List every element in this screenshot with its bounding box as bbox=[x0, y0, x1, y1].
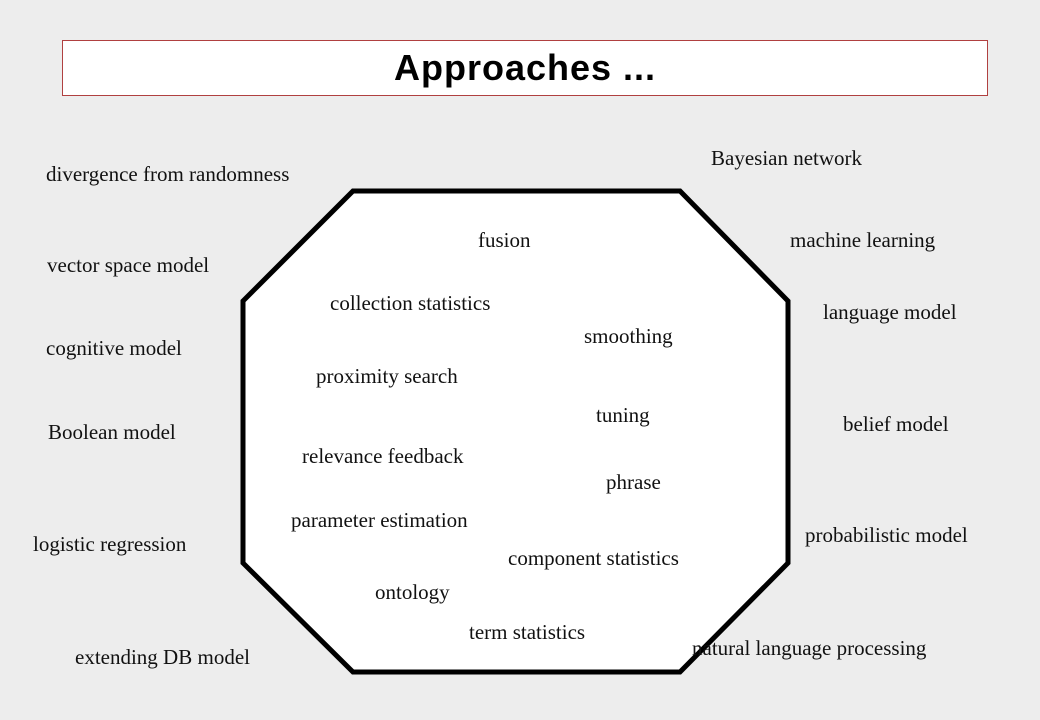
term-component-statistics: component statistics bbox=[508, 546, 679, 570]
term-divergence-from-randomness: divergence from randomness bbox=[46, 162, 290, 186]
term-term-statistics: term statistics bbox=[469, 620, 586, 644]
term-parameter-estimation: parameter estimation bbox=[291, 508, 468, 532]
term-relevance-feedback: relevance feedback bbox=[302, 444, 464, 468]
term-fusion: fusion bbox=[478, 228, 531, 252]
term-probabilistic-model: probabilistic model bbox=[805, 523, 968, 547]
term-extending-db-model: extending DB model bbox=[75, 645, 250, 669]
term-natural-language-processing: natural language processing bbox=[692, 636, 927, 660]
term-vector-space-model: vector space model bbox=[47, 253, 210, 277]
term-logistic-regression: logistic regression bbox=[33, 532, 187, 556]
octagon-outline bbox=[240, 188, 791, 675]
term-cognitive-model: cognitive model bbox=[46, 336, 182, 360]
term-collection-statistics: collection statistics bbox=[330, 291, 491, 315]
term-bayesian-network: Bayesian network bbox=[711, 146, 863, 170]
term-belief-model: belief model bbox=[843, 412, 949, 436]
term-smoothing: smoothing bbox=[584, 324, 673, 348]
title-box: Approaches ... bbox=[62, 40, 988, 96]
term-tuning: tuning bbox=[596, 403, 650, 427]
term-boolean-model: Boolean model bbox=[48, 420, 176, 444]
page-title: Approaches ... bbox=[393, 47, 657, 88]
term-proximity-search: proximity search bbox=[316, 364, 458, 388]
term-ontology: ontology bbox=[375, 580, 450, 604]
term-machine-learning: machine learning bbox=[790, 228, 936, 252]
term-language-model: language model bbox=[823, 300, 957, 324]
term-phrase: phrase bbox=[606, 470, 661, 494]
